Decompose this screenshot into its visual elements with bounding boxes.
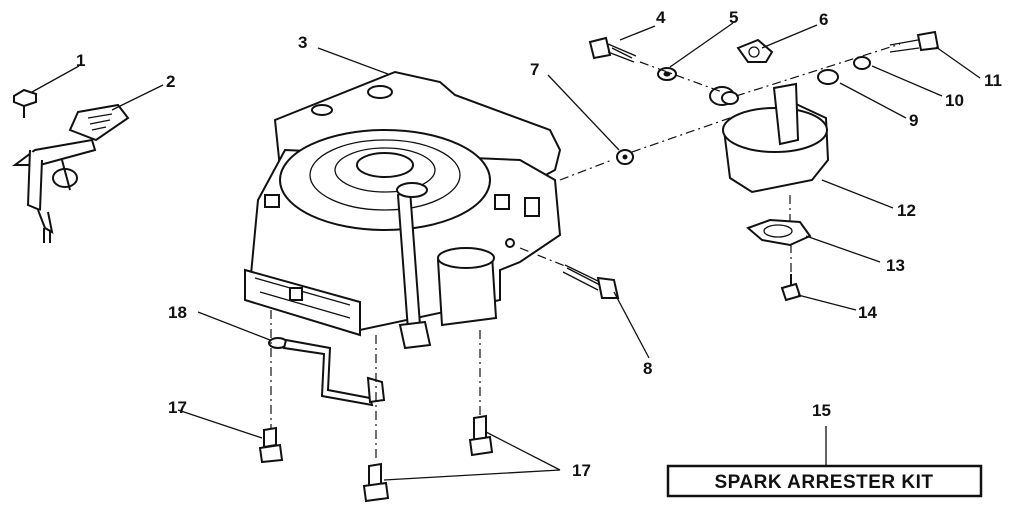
callout-numbers: 1 2 3 4 5 6 7 8 9 10 11 12 13 14 15 17 1… bbox=[76, 8, 1002, 480]
callout-4: 4 bbox=[656, 8, 666, 27]
throttle-control-assembly bbox=[12, 88, 130, 243]
callout-17-right: 17 bbox=[572, 461, 591, 480]
callout-10: 10 bbox=[945, 91, 964, 110]
callout-15: 15 bbox=[812, 401, 831, 420]
callout-18: 18 bbox=[168, 303, 187, 322]
callout-1: 1 bbox=[76, 51, 85, 70]
engine-assembly bbox=[244, 70, 562, 350]
spark-arrester-kit-label: SPARK ARRESTER KIT bbox=[714, 472, 933, 493]
callout-5: 5 bbox=[729, 8, 738, 27]
callout-7: 7 bbox=[530, 60, 539, 79]
alignment-lines bbox=[270, 43, 901, 462]
callout-3: 3 bbox=[298, 33, 307, 52]
callout-9: 9 bbox=[909, 111, 918, 130]
leader-lines bbox=[31, 22, 981, 481]
muffler-assembly bbox=[562, 30, 940, 302]
callout-2: 2 bbox=[166, 72, 175, 91]
callout-17-left: 17 bbox=[168, 398, 187, 417]
callout-12: 12 bbox=[897, 201, 916, 220]
callout-6: 6 bbox=[819, 10, 828, 29]
callout-13: 13 bbox=[886, 256, 905, 275]
callout-14: 14 bbox=[858, 303, 877, 322]
mounting-hardware bbox=[258, 337, 494, 503]
callout-11: 11 bbox=[984, 71, 1002, 90]
callout-8: 8 bbox=[643, 359, 652, 378]
spark-arrester-kit-box: SPARK ARRESTER KIT bbox=[666, 464, 983, 498]
